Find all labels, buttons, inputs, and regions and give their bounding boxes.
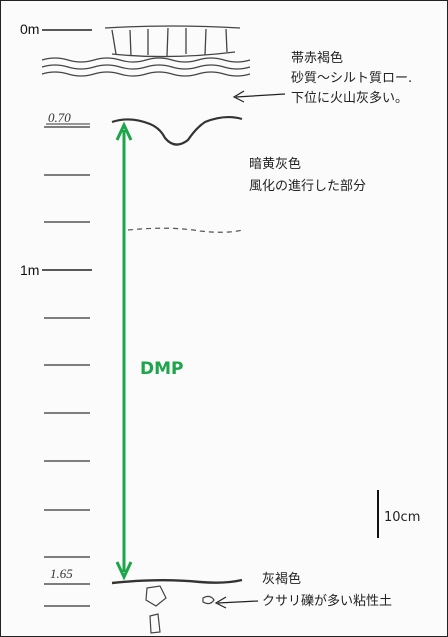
top-layer-pointer bbox=[235, 93, 286, 98]
bottom-layer-note: クサリ礫が多い粘性土 bbox=[262, 593, 392, 609]
depth-mark-165: 1.65 bbox=[50, 566, 73, 581]
middle-layer-note: 風化の進行した部分 bbox=[249, 179, 366, 194]
top-layer-note: 下位に火山灰多い。 bbox=[291, 90, 408, 106]
lower-boundary-line bbox=[111, 578, 243, 585]
bottom-layer-pointer bbox=[217, 600, 259, 604]
dmp-arrow bbox=[115, 121, 133, 581]
depth-label-0m: 0m bbox=[20, 21, 39, 37]
top-layer-annotation: 帯赤褐色 砂質～シルト質ロー. 下位に火山灰多い。 bbox=[232, 50, 412, 106]
bottom-layer-annotation: 灰褐色 クサリ礫が多い粘性土 bbox=[214, 571, 392, 609]
middle-layer-annotation: 暗黄灰色 風化の進行した部分 bbox=[249, 156, 366, 194]
top-layer-color: 帯赤褐色 bbox=[291, 50, 343, 66]
depth-scale-ticks bbox=[44, 126, 90, 607]
scale-bar-label: 10cm bbox=[384, 510, 420, 525]
dmp-label: DMP bbox=[140, 359, 184, 379]
weathering-boundary-dashed bbox=[127, 227, 244, 233]
depth-mark-070: 0.70 bbox=[48, 110, 71, 125]
gravel-sketches bbox=[145, 585, 215, 634]
middle-layer-color: 暗黄灰色 bbox=[249, 156, 301, 172]
topsoil-layer bbox=[104, 25, 241, 58]
top-layer-texture: 砂質～シルト質ロー. bbox=[291, 71, 412, 86]
bottom-layer-color: 灰褐色 bbox=[262, 571, 301, 587]
depth-label-1m: 1m bbox=[20, 262, 39, 278]
wavy-boundary-lines bbox=[41, 57, 251, 77]
upper-boundary-line bbox=[111, 115, 243, 146]
